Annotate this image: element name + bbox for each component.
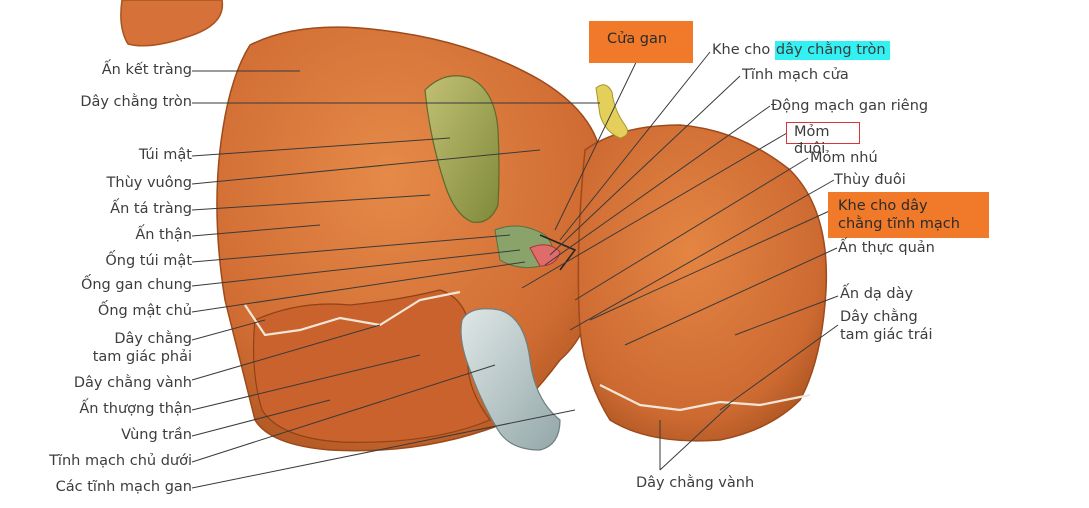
- label-gastric-impression: Ấn dạ dày: [840, 286, 914, 302]
- label-coronary-ligament-left: Dây chằng vành: [73, 375, 192, 391]
- label-round-ligament-fissure: Khe cho dây chằng tròn: [712, 41, 890, 60]
- label-left-triangular-ligament-1: Dây chằng: [840, 309, 918, 325]
- label-inferior-vena-cava: Tĩnh mạch chủ dưới: [49, 453, 192, 469]
- label-ligamentum-venosum-1: Khe cho dây: [838, 198, 928, 214]
- label-caudate-lobe: Thùy đuôi: [834, 172, 906, 188]
- label-round-ligament: Dây chằng tròn: [80, 94, 192, 110]
- label-cystic-duct: Ống túi mật: [105, 253, 192, 269]
- label-esophageal-impression: Ấn thực quản: [838, 240, 935, 256]
- fissure-prefix: Khe cho: [712, 42, 775, 58]
- label-bare-area: Vùng trần: [121, 427, 192, 443]
- label-suprarenal-impression: Ấn thượng thận: [79, 401, 192, 417]
- label-coronary-ligament-bottom: Dây chằng vành: [636, 475, 755, 491]
- label-renal-impression: Ấn thận: [135, 227, 192, 243]
- label-right-triangular-ligament-1: Dây chằng: [114, 331, 192, 347]
- label-common-hepatic-duct: Ống gan chung: [80, 277, 192, 293]
- label-ligamentum-venosum-2: chằng tĩnh mạch: [838, 216, 960, 232]
- label-proper-hepatic-artery: Động mạch gan riêng: [771, 98, 929, 114]
- leader-lines: [191, 49, 839, 489]
- inferior-vena-cava: [460, 308, 561, 451]
- portal-hepatis-box: Cửa gan: [589, 21, 693, 63]
- label-colic-impression: Ấn kết tràng: [101, 62, 192, 78]
- label-right-triangular-ligament-2: tam giác phải: [92, 349, 192, 365]
- label-common-bile-duct: Ống mật chủ: [97, 303, 192, 319]
- fissure-highlight: dây chằng tròn: [774, 41, 890, 60]
- left-lobe: [577, 124, 828, 442]
- label-caudate-process: Mỏm đuôi: [794, 124, 830, 157]
- gallbladder: [424, 75, 500, 223]
- label-left-triangular-ligament-2: tam giác trái: [840, 327, 933, 343]
- label-quadrate-lobe: Thùy vuông: [106, 175, 192, 191]
- label-portal-hepatis: Cửa gan: [607, 31, 668, 47]
- label-portal-vein: Tĩnh mạch cửa: [742, 67, 849, 83]
- colon-fragment: [120, 0, 224, 47]
- ligamentum-venosum-fissure-box: Khe cho dây chằng tĩnh mạch: [828, 192, 989, 238]
- label-gallbladder: Túi mật: [138, 147, 192, 163]
- label-hepatic-veins: Các tĩnh mạch gan: [55, 479, 192, 495]
- label-duodenal-impression: Ấn tá tràng: [110, 201, 192, 217]
- caudate-process-box: Mỏm đuôi: [786, 122, 860, 157]
- label-papillary-process: Mỏm nhú: [810, 150, 878, 166]
